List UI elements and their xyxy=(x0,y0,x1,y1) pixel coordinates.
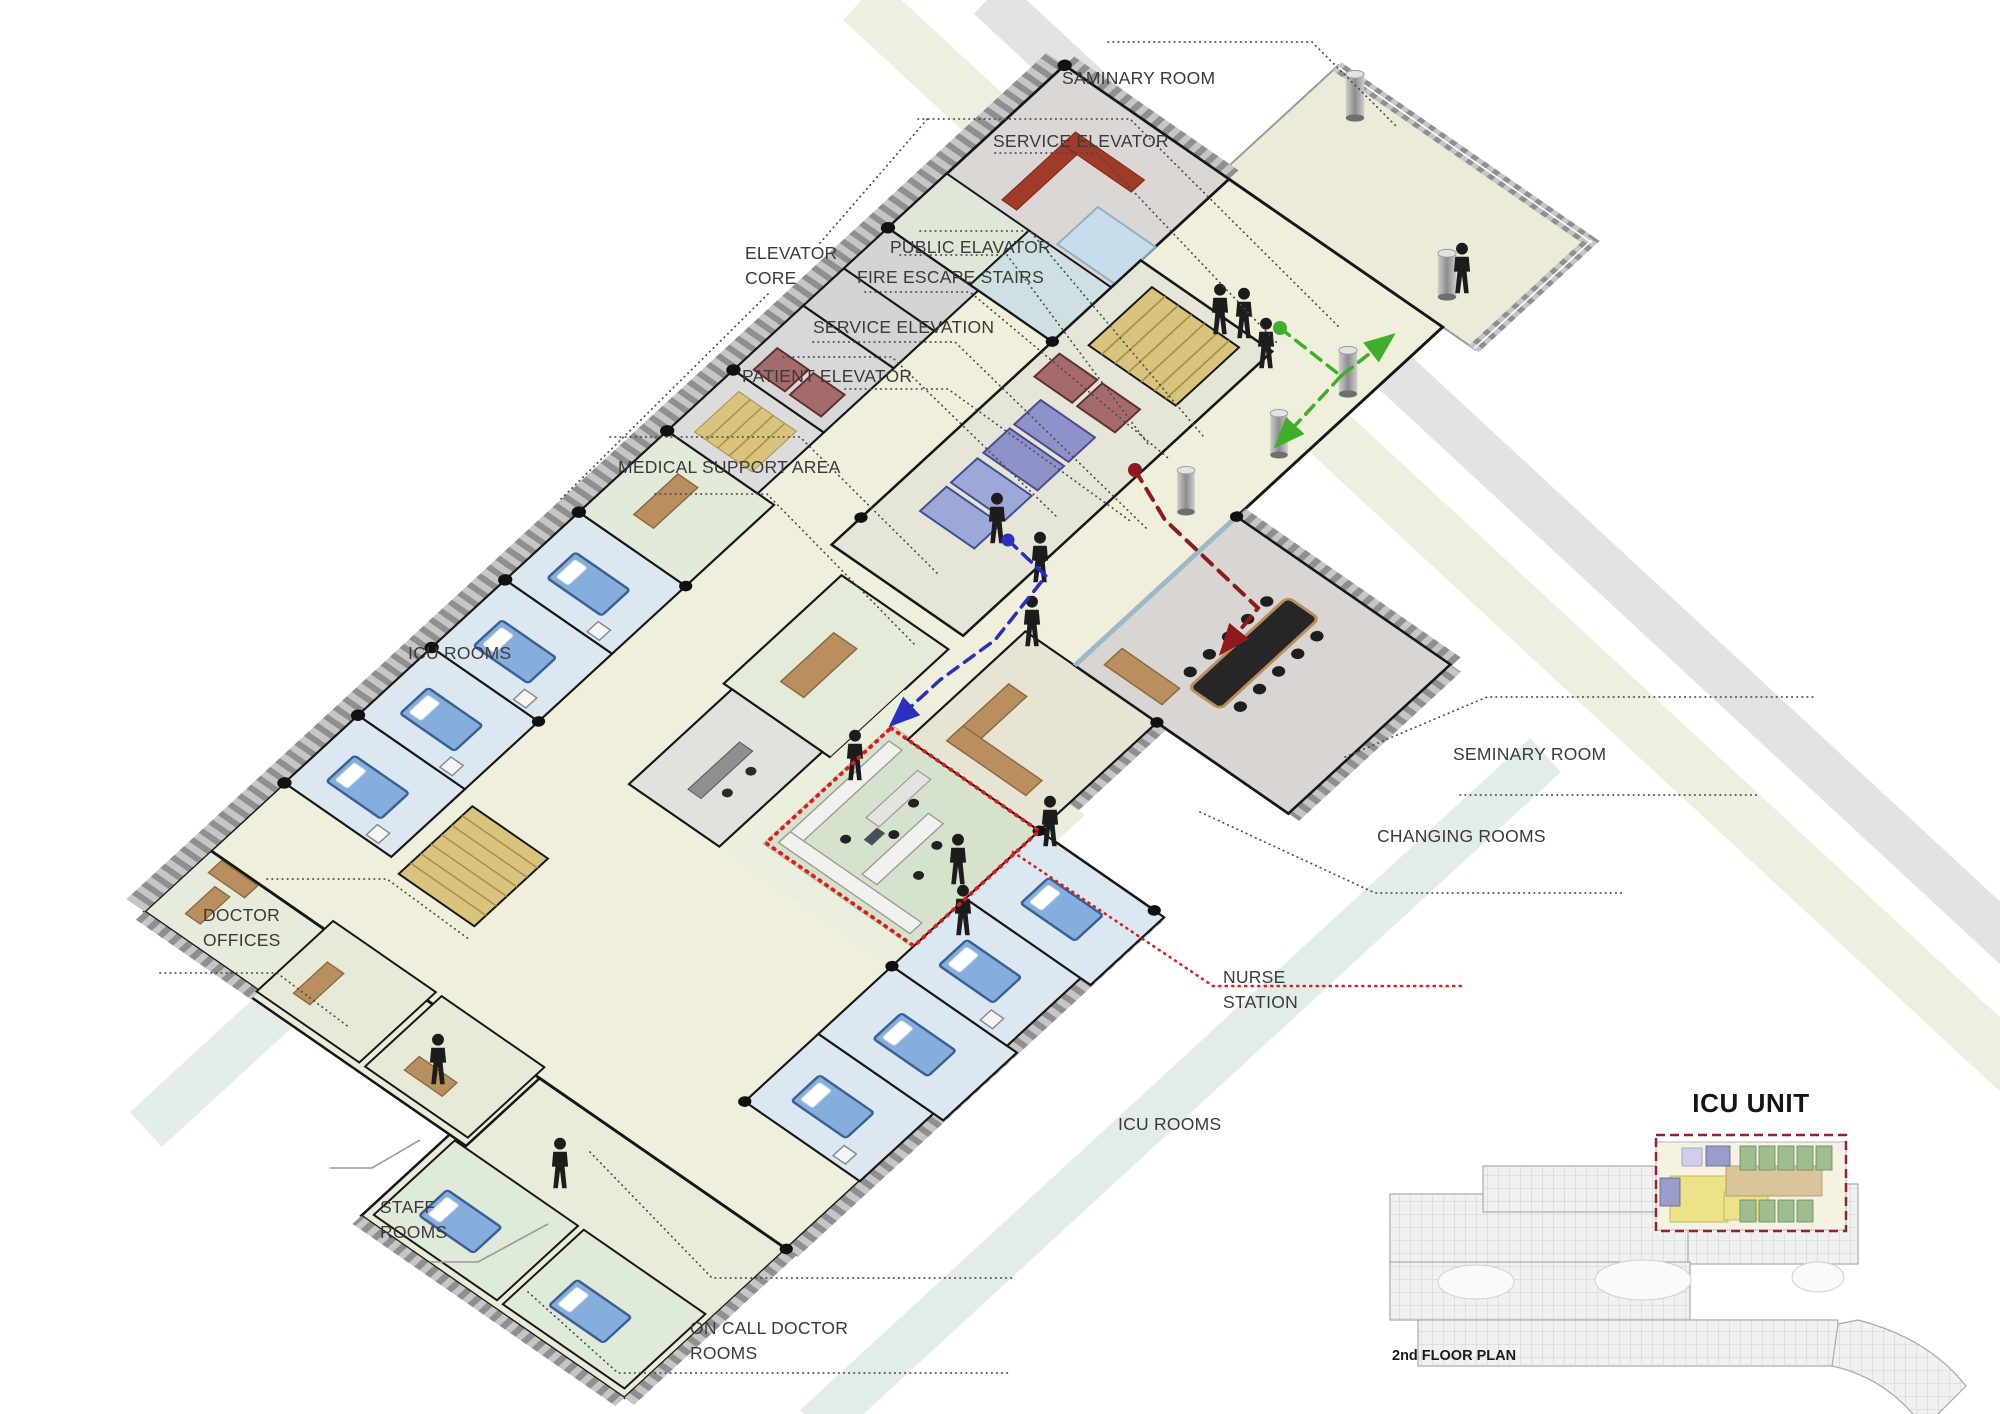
saminary-room-block xyxy=(885,63,1232,344)
seminary-room-block xyxy=(1072,514,1453,816)
label-doctor-offices: DOCTOR OFFICES xyxy=(203,903,281,953)
label-line: ON CALL DOCTOR xyxy=(690,1318,849,1338)
label-patient-elevator: PATIENT ELEVATOR xyxy=(742,366,913,386)
label-public-elavator: PUBLIC ELAVATOR xyxy=(890,237,1051,257)
leader-patient-elevator-top xyxy=(782,356,1059,519)
label-fire-escape-stairs: FIRE ESCAPE STAIRS xyxy=(857,267,1044,287)
inset-icu-highlight-box xyxy=(1654,1133,1848,1233)
leader-medical-support-top xyxy=(609,436,941,577)
label-line: OFFICES xyxy=(203,930,281,950)
nurse-station-leader xyxy=(1011,850,1464,988)
column-cylinder xyxy=(1437,248,1457,302)
label-line: DOCTOR xyxy=(203,905,281,925)
inset-caption: 2nd FLOOR PLAN xyxy=(1392,1348,1517,1364)
leader-lines xyxy=(159,41,1816,1374)
leader-elevator-core-lower xyxy=(559,293,769,501)
label-line: ROOMS xyxy=(690,1343,758,1363)
leader-doctor-offices-top xyxy=(266,878,471,941)
leader-seminary-room-top xyxy=(1344,696,1816,758)
label-staff-rooms: STAFF ROOMS xyxy=(380,1195,447,1245)
dark-red-route xyxy=(1133,468,1261,656)
public-elevator-cab xyxy=(918,485,1003,550)
green-route-branch xyxy=(1273,374,1343,449)
leader-on-call-top xyxy=(589,1151,1016,1279)
green-route xyxy=(1278,326,1396,379)
label-line: NURSE xyxy=(1223,967,1286,987)
nurse-station-outline xyxy=(762,725,1043,949)
leader-public-elavator-bottom xyxy=(899,254,1149,445)
label-elevator-core: ELEVATOR CORE xyxy=(745,241,837,291)
label-changing-rooms: CHANGING ROOMS xyxy=(1377,826,1546,846)
inset-title: ICU UNIT xyxy=(1692,1088,1810,1118)
label-line: STAFF xyxy=(380,1197,436,1217)
label-service-elevator: SERVICE ELEVATOR xyxy=(993,131,1169,151)
inset-floor-plan xyxy=(1389,1133,1967,1414)
label-icu-rooms-right: ICU ROOMS xyxy=(1118,1114,1222,1134)
leader-patient-elevator-bottom xyxy=(844,388,1134,524)
stairs-lower xyxy=(397,804,550,928)
label-line: ROOMS xyxy=(380,1222,448,1242)
blue-route xyxy=(888,538,1049,728)
label-icu-rooms-left: ICU ROOMS xyxy=(408,643,512,663)
leader-service-elevator-bottom xyxy=(994,152,1279,345)
leader-fire-escape-stairs xyxy=(864,291,1169,459)
column-cylinder xyxy=(1176,465,1196,517)
leader-service-elevation xyxy=(812,341,1147,529)
building-axon xyxy=(126,52,1600,1406)
patient-elevator-cab xyxy=(1032,352,1099,405)
label-service-elevation: SERVICE ELEVATION xyxy=(813,317,995,337)
label-medical-support-area: MEDICAL SUPPORT AREA xyxy=(618,457,841,477)
inset-icu-zone xyxy=(1655,1141,1847,1231)
band-teal-right xyxy=(800,738,1561,1414)
leader-on-call-bottom xyxy=(527,1291,1013,1374)
label-seminary-room: SEMINARY ROOM xyxy=(1453,744,1607,764)
label-on-call-doctor-rooms: ON CALL DOCTOR ROOMS xyxy=(690,1316,848,1366)
leader-saminary-room xyxy=(1107,41,1399,129)
label-saminary-room: SAMINARY ROOM xyxy=(1062,68,1216,88)
label-line: ELEVATOR xyxy=(745,243,838,263)
leader-medical-support-bottom xyxy=(654,493,917,647)
stairs xyxy=(1087,285,1241,407)
label-line: STATION xyxy=(1223,992,1298,1012)
leader-doctor-offices-bottom xyxy=(159,972,351,1029)
label-nurse-station: NURSE STATION xyxy=(1223,965,1298,1015)
leader-public-elavator-top xyxy=(919,230,1204,437)
leader-service-elevator-top xyxy=(917,118,1341,329)
label-line: CORE xyxy=(745,268,797,288)
staff-rooms-leaders xyxy=(330,1139,549,1263)
circulation-routes xyxy=(762,321,1464,988)
